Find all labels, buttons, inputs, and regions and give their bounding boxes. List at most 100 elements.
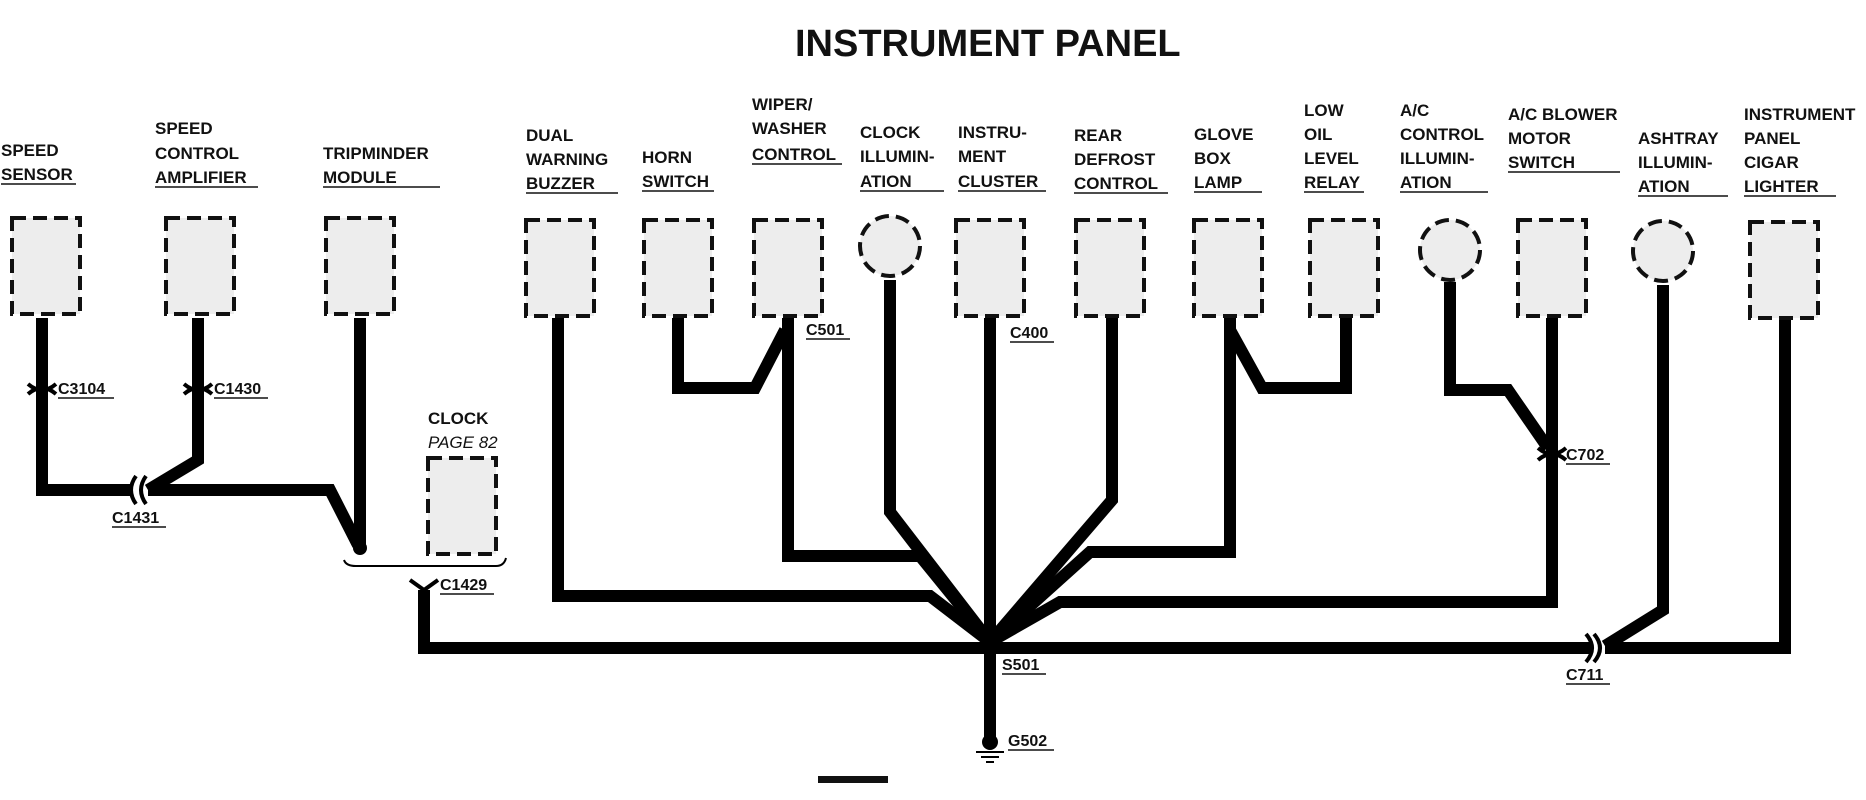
- component-clock-illumination: [858, 214, 922, 278]
- wire-ac-control-illumination: [1444, 282, 1553, 452]
- label-cigar-lighter-4: LIGHTER: [1744, 177, 1819, 196]
- component-speed-control-amplifier: [164, 216, 236, 316]
- connector-c3104-label: C3104: [58, 381, 105, 398]
- connector-symbols: [26, 382, 1602, 763]
- label-speed-control-amplifier-1: SPEED: [155, 119, 213, 138]
- label-horn-switch-1: HORN: [642, 148, 692, 167]
- label-clock-illumination-1: CLOCK: [860, 123, 921, 142]
- connector-c1431-label: C1431: [112, 510, 159, 527]
- connector-c1429-label: C1429: [440, 577, 487, 594]
- component-clock: [426, 456, 498, 556]
- wires: [36, 280, 1791, 742]
- connector-c702-symbol: [1536, 446, 1568, 462]
- label-cigar-lighter-2: PANEL: [1744, 129, 1800, 148]
- component-ashtray-illumination: [1631, 219, 1695, 283]
- wire-c1429-to-s501: [418, 590, 990, 654]
- label-glove-box-lamp-2: BOX: [1194, 149, 1232, 168]
- label-clock-1: CLOCK: [428, 409, 489, 428]
- connector-labels: C3104 C1430 C1431 C1429 C501 C400 C702 C…: [58, 322, 1610, 751]
- label-clock-illumination-2: ILLUMIN-: [860, 147, 935, 166]
- label-rear-defrost-control-3: CONTROL: [1074, 174, 1158, 193]
- label-ac-control-illumination-4: ATION: [1400, 173, 1452, 192]
- label-glove-box-lamp-1: GLOVE: [1194, 125, 1254, 144]
- label-clock-page: PAGE 82: [428, 433, 498, 452]
- component-dual-warning-buzzer: [524, 218, 596, 318]
- label-instrument-cluster-3: CLUSTER: [958, 172, 1038, 191]
- wire-ac-blower-motor-switch: [987, 318, 1558, 648]
- connector-c501-label: C501: [806, 322, 844, 339]
- wire-cigar-lighter: [1605, 318, 1791, 654]
- component-glove-box-lamp: [1192, 218, 1264, 318]
- label-low-oil-level-relay-4: RELAY: [1304, 173, 1361, 192]
- label-low-oil-level-relay-1: LOW: [1304, 101, 1345, 120]
- label-ashtray-illumination-2: ILLUMIN-: [1638, 153, 1713, 172]
- wire-low-oil-level-relay: [1224, 318, 1352, 394]
- wire-speed-sensor: [36, 318, 130, 496]
- wire-speed-control-amplifier: [144, 318, 204, 496]
- label-wiper-washer-control-1: WIPER/: [752, 95, 813, 114]
- wire-rear-defrost-control: [985, 318, 1118, 646]
- label-ac-control-illumination-2: CONTROL: [1400, 125, 1484, 144]
- label-low-oil-level-relay-3: LEVEL: [1304, 149, 1359, 168]
- component-low-oil-level-relay: [1308, 218, 1380, 318]
- label-dual-warning-buzzer-3: BUZZER: [526, 174, 595, 193]
- ground-icon: [976, 751, 1004, 763]
- connector-c1430-symbol: [182, 382, 214, 396]
- component-instrument-panel-cigar-lighter: [1748, 220, 1820, 320]
- component-tripminder-module: [324, 216, 396, 316]
- tripminder-splice-dot: [353, 541, 367, 555]
- wire-horn-switch: [672, 318, 791, 394]
- component-speed-sensor: [10, 216, 82, 316]
- label-ac-blower-motor-switch-3: SWITCH: [1508, 153, 1575, 172]
- label-speed-sensor-1: SPEED: [1, 141, 59, 160]
- components: [10, 214, 1820, 556]
- label-low-oil-level-relay-2: OIL: [1304, 125, 1332, 144]
- label-ac-control-illumination-3: ILLUMIN-: [1400, 149, 1475, 168]
- label-instrument-cluster-2: MENT: [958, 147, 1007, 166]
- label-dual-warning-buzzer-2: WARNING: [526, 150, 608, 169]
- label-ashtray-illumination-1: ASHTRAY: [1638, 129, 1719, 148]
- splice-s501-dot: [982, 636, 998, 652]
- label-cigar-lighter-1: INSTRUMENT: [1744, 105, 1856, 124]
- wire-clock-illumination: [884, 280, 995, 646]
- label-tripminder-module-1: TRIPMINDER: [323, 144, 429, 163]
- label-speed-control-amplifier-3: AMPLIFIER: [155, 168, 247, 187]
- connector-c702-label: C702: [1566, 447, 1604, 464]
- label-rear-defrost-control-1: REAR: [1074, 126, 1122, 145]
- label-ac-blower-motor-switch-2: MOTOR: [1508, 129, 1571, 148]
- label-ac-blower-motor-switch-1: A/C BLOWER: [1508, 105, 1618, 124]
- label-horn-switch-2: SWITCH: [642, 172, 709, 191]
- component-labels: SPEED SENSOR SPEED CONTROL AMPLIFIER TRI…: [1, 95, 1856, 452]
- label-dual-warning-buzzer-1: DUAL: [526, 126, 573, 145]
- component-instrument-cluster: [954, 218, 1026, 318]
- label-wiper-washer-control-2: WASHER: [752, 119, 827, 138]
- connector-c711-symbol: [1584, 632, 1602, 664]
- label-ac-control-illumination-1: A/C: [1400, 101, 1429, 120]
- label-speed-control-amplifier-2: CONTROL: [155, 144, 239, 163]
- wire-glove-box-lamp: [985, 318, 1236, 647]
- g502-dot: [982, 734, 998, 750]
- connector-c3104-symbol: [26, 382, 58, 396]
- label-instrument-cluster-1: INSTRU-: [958, 123, 1027, 142]
- label-ashtray-illumination-3: ATION: [1638, 177, 1690, 196]
- wire-c1431-to-tripminder: [148, 484, 364, 548]
- splice-s501-label: S501: [1002, 657, 1039, 674]
- wire-ashtray-illumination: [1601, 285, 1669, 652]
- label-tripminder-module-2: MODULE: [323, 168, 397, 187]
- label-glove-box-lamp-3: LAMP: [1194, 173, 1242, 192]
- component-horn-switch: [642, 218, 714, 318]
- connector-c1431-symbol: [129, 474, 148, 506]
- ground-g502-label: G502: [1008, 733, 1047, 750]
- connector-c1430-label: C1430: [214, 381, 261, 398]
- connector-c1429-symbol: [408, 578, 440, 593]
- connector-c400-label: C400: [1010, 325, 1048, 342]
- label-wiper-washer-control-3: CONTROL: [752, 145, 836, 164]
- label-rear-defrost-control-2: DEFROST: [1074, 150, 1156, 169]
- connector-c1429-bracket: [343, 557, 507, 567]
- component-ac-blower-motor-switch: [1516, 218, 1588, 318]
- diagram-title: INSTRUMENT PANEL: [795, 23, 1181, 65]
- connector-c711-label: C711: [1566, 667, 1603, 684]
- label-cigar-lighter-3: CIGAR: [1744, 153, 1799, 172]
- label-clock-illumination-3: ATION: [860, 172, 912, 191]
